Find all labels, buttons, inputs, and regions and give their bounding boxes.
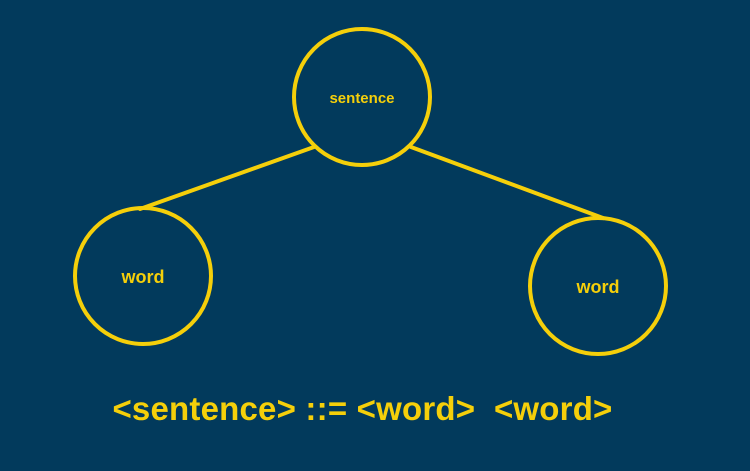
node-word-right: word: [528, 216, 668, 356]
node-word-left-circle: [73, 206, 213, 346]
node-word-right-circle: [528, 216, 668, 356]
edge-root-to-left-word: [138, 145, 316, 211]
node-sentence-label: sentence: [329, 90, 394, 107]
node-word-left: word: [73, 206, 213, 346]
edge-root-to-right-word: [409, 145, 605, 220]
grammar-rule: <sentence> ::= <word> <word>: [112, 390, 613, 427]
node-sentence: sentence: [292, 27, 432, 167]
node-sentence-circle: [292, 27, 432, 167]
node-word-right-label: word: [576, 277, 620, 297]
node-word-left-label: word: [121, 267, 165, 287]
